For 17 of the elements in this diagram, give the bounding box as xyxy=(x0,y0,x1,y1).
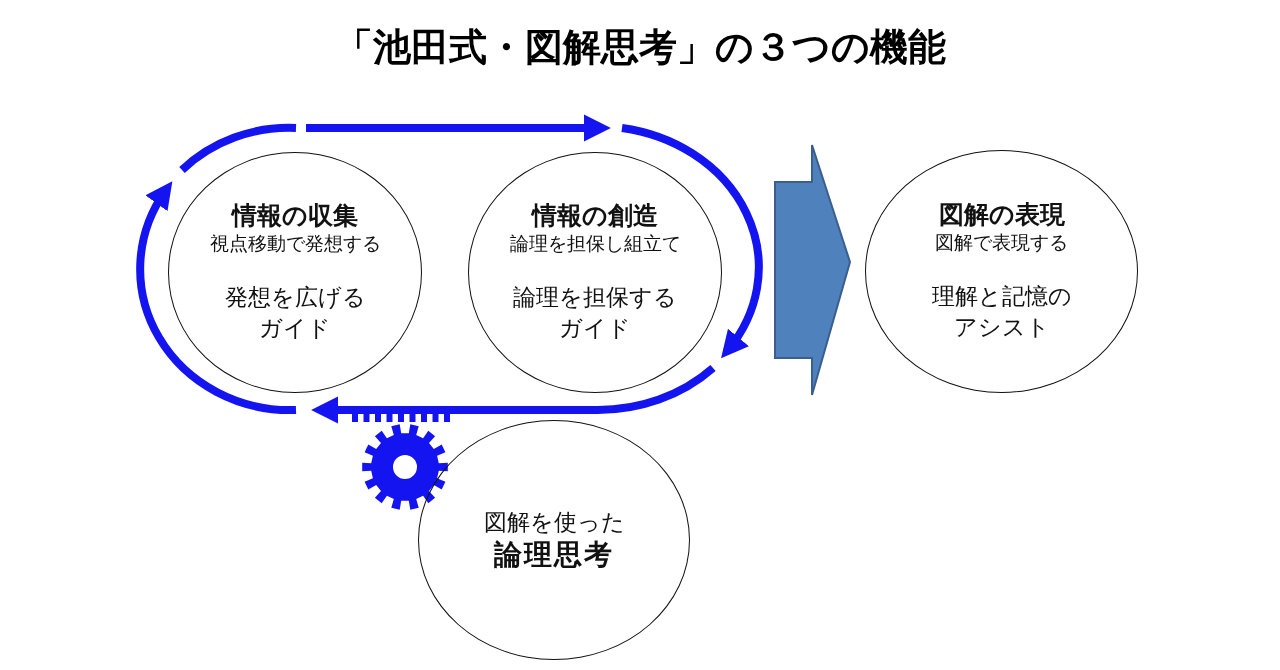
node-heading: 図解の表現 xyxy=(938,200,1065,231)
node-heading: 情報の創造 xyxy=(532,201,658,232)
node-description: 発想を広げるガイド xyxy=(223,282,367,343)
ellipse-node xyxy=(168,152,422,393)
node-description: 理解と記憶のアシスト xyxy=(930,281,1073,342)
ellipse-node xyxy=(865,150,1138,393)
node-subtitle: 図解を使った xyxy=(483,508,625,538)
title: 「池田式・図解思考」の３つの機能 xyxy=(333,24,947,71)
ellipse-node xyxy=(468,152,722,393)
arrow xyxy=(311,364,716,424)
node-subtitle: 視点移動で発想する xyxy=(209,231,381,256)
block-arrow xyxy=(774,144,852,396)
node-subtitle: 論理を担保し組立て xyxy=(509,231,681,256)
node-heading: 情報の収集 xyxy=(232,201,358,232)
node-subtitle: 図解で表現する xyxy=(935,230,1068,255)
node-heading: 論理思考 xyxy=(494,538,614,572)
node-description: 論理を担保するガイド xyxy=(512,282,678,343)
